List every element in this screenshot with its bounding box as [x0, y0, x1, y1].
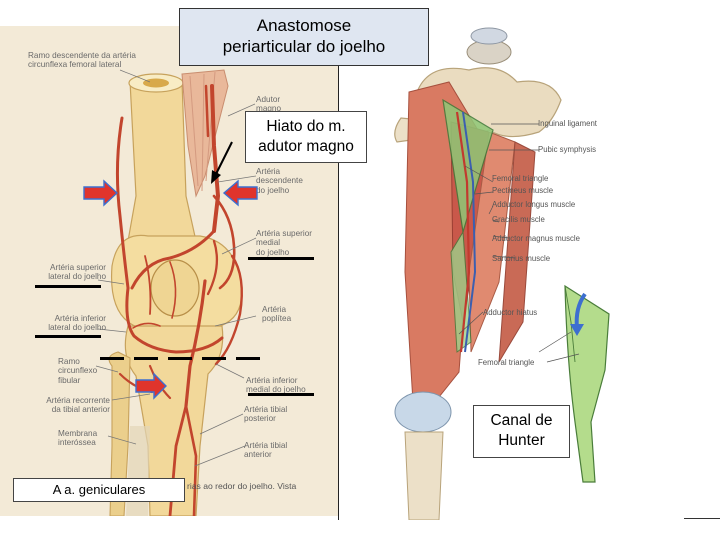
blue-arrow-icon [570, 292, 587, 336]
label-line: anterior [244, 450, 272, 460]
label-line: do joelho [256, 185, 290, 195]
dashed-joint-line [100, 357, 270, 360]
label-line: Artéria tibial [244, 405, 288, 414]
underline-bar [35, 335, 101, 338]
label-line: Artéria tibial [244, 441, 288, 450]
label-line: Artéria [256, 167, 281, 176]
label-gracilis: Gracilis muscle [492, 215, 545, 224]
knee-arteries-drawing [95, 69, 257, 516]
knee-anastomosis-illustration [0, 26, 338, 516]
canal-line-1: Canal de [490, 412, 553, 429]
label-adductor-magnus: Adductor magnus muscle [492, 234, 580, 243]
label-line: Artéria superior [50, 263, 106, 272]
adductor-canal-illustration [338, 22, 720, 520]
pointer-arrow-icon [211, 141, 233, 184]
canal-line-2: Hunter [498, 432, 545, 449]
label-line: lateral do joelho [48, 272, 106, 282]
hiato-line-2: adutor magno [258, 138, 354, 155]
label-sartorius: Sartorius muscle [492, 254, 551, 263]
label-line: medial do joelho [246, 385, 306, 395]
underline-bar [248, 393, 314, 396]
annotation-arrows [83, 141, 258, 400]
hiato-adutor-box: Hiato do m. adutor magno [245, 111, 367, 163]
label-line: interóssea [58, 438, 96, 448]
label-line: lateral do joelho [48, 323, 106, 333]
label-line: Membrana [58, 429, 98, 438]
divider-line [684, 518, 720, 519]
label-pectineus-muscle: Pectineus muscle [492, 186, 554, 195]
red-arrow-icon [135, 372, 167, 400]
underline-bar [248, 257, 314, 260]
label-line: circunflexa femoral lateral [28, 60, 122, 70]
title-line-1: Anastomose [256, 16, 352, 35]
label-adductor-longus: Adductor longus muscle [492, 200, 576, 209]
hiato-line-1: Hiato do m. [266, 118, 346, 135]
label-femoral-triangle-2: Femoral triangle [478, 358, 535, 367]
label-line: do joelho [256, 247, 290, 257]
label-line: magno [256, 104, 282, 114]
thigh-anatomy-drawing [394, 27, 610, 520]
label-pubic-symphysis: Pubic symphysis [538, 145, 597, 154]
label-line: descendente [256, 176, 303, 186]
label-line: posterior [244, 414, 276, 424]
label-line: Ramo [58, 357, 80, 366]
red-arrow-icon [83, 179, 119, 207]
label-line: Artéria inferior [246, 376, 298, 385]
label-line: Artéria superior [256, 229, 312, 238]
label-line: Artéria inferior [54, 314, 106, 323]
underline-bar [35, 285, 101, 288]
title-line-2: periarticular do joelho [222, 37, 386, 56]
label-line: poplítea [262, 314, 292, 324]
figure-caption: rias ao redor do joelho. Vista [187, 481, 297, 491]
label-femoral-triangle: Femoral triangle [492, 174, 549, 183]
label-adductor-hiatus: Adductor hiatus [483, 308, 538, 317]
label-line: Artéria recorrente [46, 396, 110, 405]
label-line: medial [256, 238, 281, 248]
label-line: Adutor [256, 95, 281, 104]
canal-hunter-box: Canal de Hunter [473, 405, 570, 458]
label-line: da tibial anterior [51, 405, 110, 415]
label-line: fibular [58, 375, 81, 385]
red-arrow-icon [222, 179, 258, 207]
label-inguinal-ligament: Inguinal ligament [538, 119, 597, 128]
anastomose-title-box: Anastomose periarticular do joelho [179, 8, 429, 66]
label-line: Ramo descendente da artéria [28, 51, 136, 60]
geniculares-box: A a. geniculares [13, 478, 185, 502]
label-line: circunflexo [58, 366, 98, 376]
label-line: Artéria [262, 305, 287, 314]
